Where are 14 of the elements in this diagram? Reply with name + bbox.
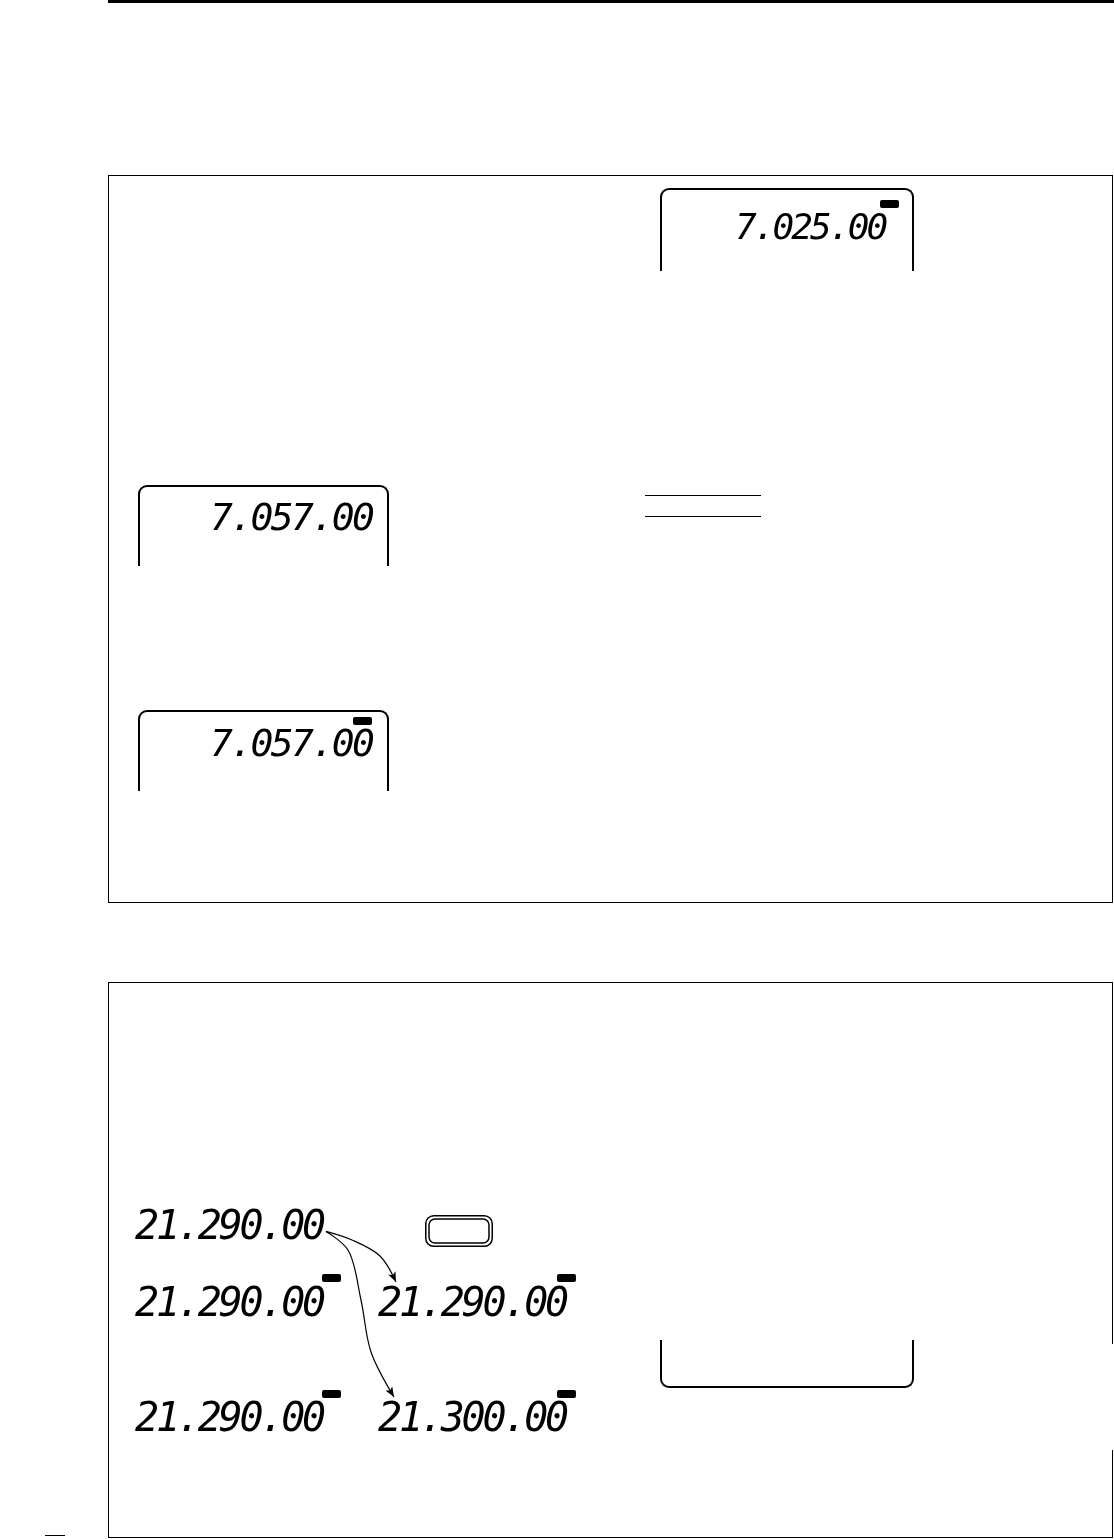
frequency-readout: 21.290.00: [135, 1205, 326, 1245]
frequency-readout: 21.300.00: [378, 1397, 569, 1437]
lcd-display-frame: [138, 710, 389, 791]
lcd-display-frame: [138, 485, 389, 566]
frequency-readout: 21.290.00: [135, 1397, 326, 1437]
frequency-readout: 7.057.00: [210, 724, 374, 762]
lcd-display-frame: [660, 188, 914, 271]
display-frame: [660, 1340, 914, 1388]
section-frame: [108, 982, 1113, 1538]
frequency-readout: 21.290.00: [135, 1282, 326, 1322]
frequency-readout: 7.057.00: [210, 498, 374, 536]
frequency-readout: 7.025.00: [735, 209, 887, 245]
section-frame: [108, 175, 1113, 903]
frequency-readout: 21.290.00: [378, 1282, 569, 1322]
